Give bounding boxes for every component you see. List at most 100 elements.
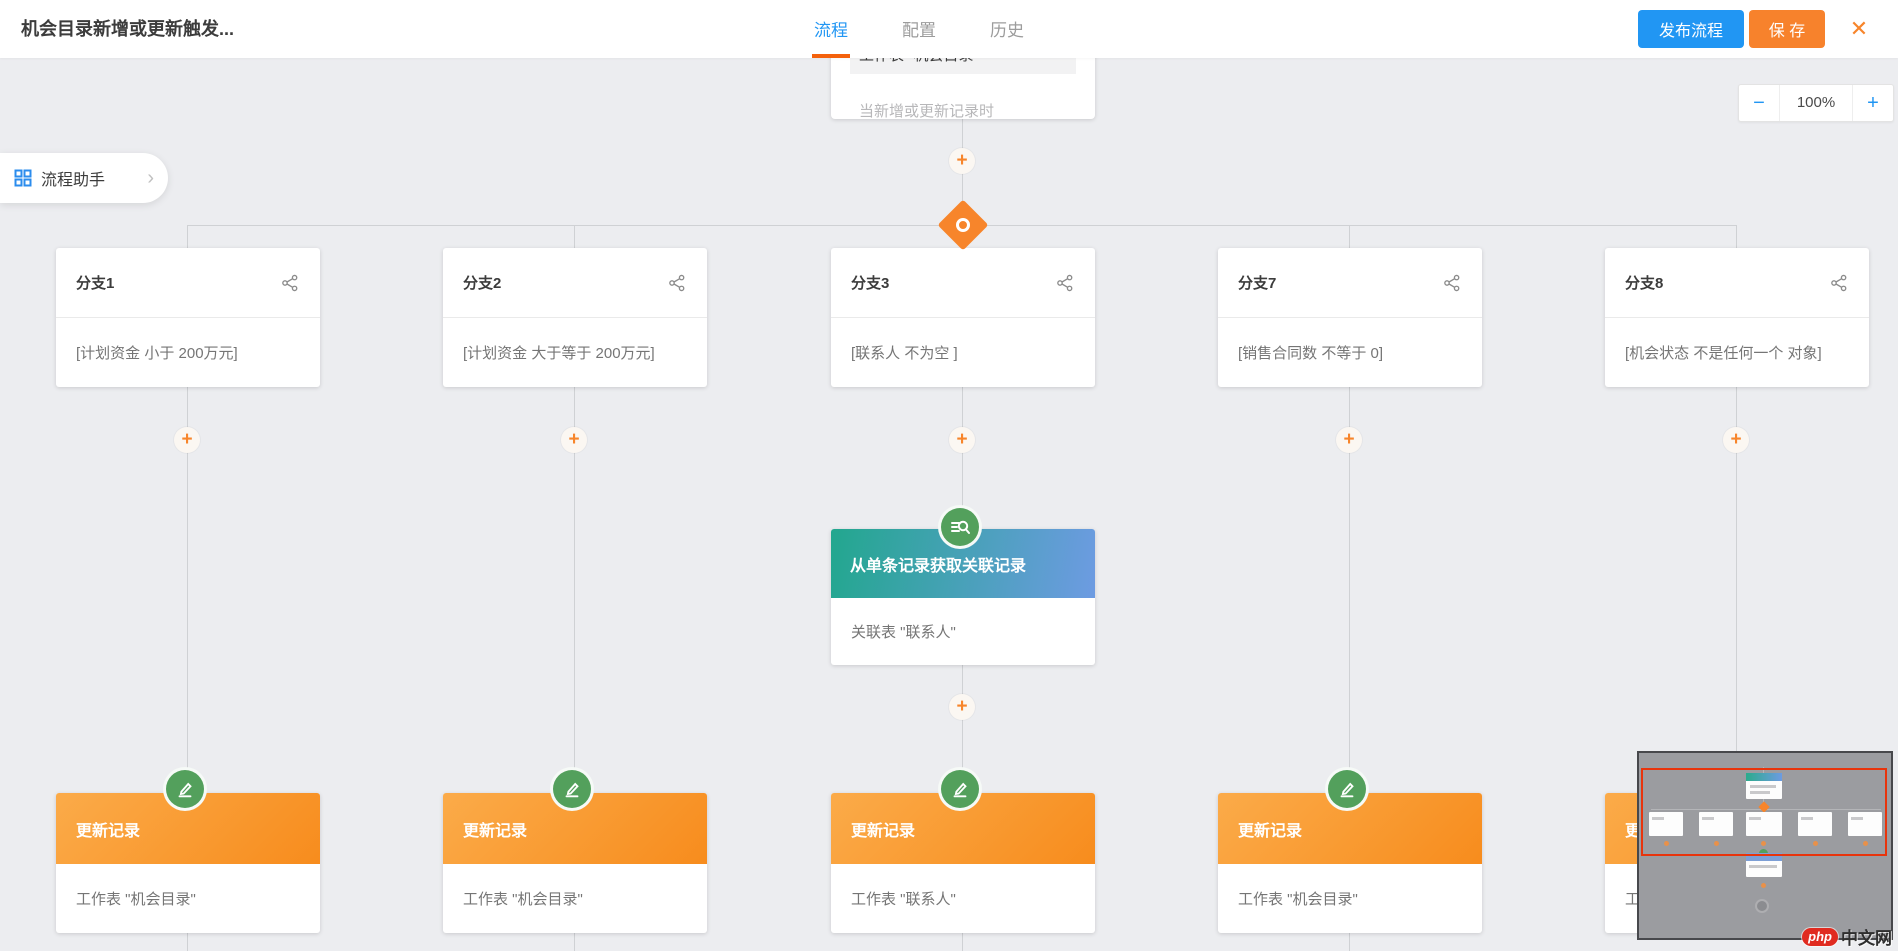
update-record-node[interactable]: 更新记录 工作表 "机会目录": [1218, 793, 1482, 933]
trigger-description: 当新增或更新记录时: [859, 103, 995, 120]
branch-condition: [销售合同数 不等于 0]: [1218, 317, 1482, 386]
branch-title: 分支7: [1238, 275, 1277, 292]
node-detail: 工作表 "机会目录": [463, 891, 583, 908]
add-node-button[interactable]: +: [949, 148, 975, 174]
minimap[interactable]: [1637, 751, 1893, 940]
close-icon[interactable]: ✕: [1849, 16, 1869, 41]
watermark-text: 中文网: [1841, 929, 1892, 948]
add-node-button[interactable]: +: [174, 427, 200, 453]
connector-line: [1736, 387, 1737, 793]
minimap-viewport[interactable]: [1641, 768, 1887, 856]
node-detail: 关联表 "联系人": [851, 624, 956, 641]
gateway-ring-icon: [953, 215, 973, 235]
connector-line: [1349, 225, 1350, 249]
node-title: 从单条记录获取关联记录: [850, 557, 1027, 575]
connector-line: [574, 387, 575, 793]
update-record-node[interactable]: 更新记录 工作表 "机会目录": [443, 793, 707, 933]
minimap-node: [1746, 853, 1782, 877]
share-icon[interactable]: [1055, 273, 1075, 293]
branch-condition: [联系人 不为空 ]: [831, 317, 1095, 386]
add-node-button[interactable]: +: [1336, 427, 1362, 453]
branch-gateway-icon[interactable]: [937, 199, 989, 251]
zoom-in-button[interactable]: +: [1867, 92, 1879, 114]
tab-config[interactable]: 配置: [902, 21, 936, 40]
top-bar: 机会目录新增或更新触发... 流程 配置 历史 发布流程 保 存 ✕: [0, 0, 1898, 58]
publish-flow-button[interactable]: 发布流程: [1638, 10, 1744, 48]
node-detail: 工作表 "机会目录": [76, 891, 196, 908]
minimap-end-node: [1755, 899, 1769, 913]
minimap-node: [1649, 812, 1683, 836]
site-watermark: php 中文网: [1802, 924, 1892, 949]
connector-line: [574, 225, 575, 249]
branch-condition: [机会状态 不是任何一个 对象]: [1605, 317, 1869, 386]
search-records-icon[interactable]: [938, 505, 982, 549]
edit-pencil-icon[interactable]: [1325, 767, 1369, 811]
node-title: 更新记录: [1238, 822, 1303, 840]
add-node-button[interactable]: +: [949, 427, 975, 453]
share-icon[interactable]: [280, 273, 300, 293]
minimap-node: [1798, 812, 1832, 836]
connector-line: [187, 933, 188, 951]
flow-title: 机会目录新增或更新触发...: [21, 19, 235, 39]
share-icon[interactable]: [1442, 273, 1462, 293]
php-logo: php: [1802, 927, 1838, 946]
connector-line: [962, 933, 963, 951]
minimap-node: [1746, 812, 1782, 836]
branch-node-8[interactable]: 分支8 [机会状态 不是任何一个 对象]: [1605, 248, 1869, 387]
node-title: 更新记录: [463, 822, 528, 840]
minimap-node: [1746, 773, 1782, 799]
edit-pencil-icon[interactable]: [550, 767, 594, 811]
node-title: 更新记录: [851, 822, 916, 840]
minimap-plus: [1664, 841, 1669, 846]
branch-condition: [计划资金 小于 200万元]: [56, 317, 320, 386]
branch-title: 分支1: [76, 275, 115, 292]
minimap-plus: [1714, 841, 1719, 846]
node-detail: 工作表 "联系人": [851, 891, 956, 908]
minimap-node: [1848, 812, 1882, 836]
flow-assistant-button[interactable]: 流程助手 ›: [0, 153, 168, 203]
update-record-node[interactable]: 更新记录 工作表 "联系人": [831, 793, 1095, 933]
branch-title: 分支2: [463, 275, 502, 292]
minimap-plus: [1863, 841, 1868, 846]
branch-node-2[interactable]: 分支2 [计划资金 大于等于 200万元]: [443, 248, 707, 387]
minimap-plus: [1761, 841, 1766, 846]
connector-line: [1349, 387, 1350, 793]
branch-condition: [计划资金 大于等于 200万元]: [443, 317, 707, 386]
branch-node-3[interactable]: 分支3 [联系人 不为空 ]: [831, 248, 1095, 387]
share-icon[interactable]: [1829, 273, 1849, 293]
branch-node-7[interactable]: 分支7 [销售合同数 不等于 0]: [1218, 248, 1482, 387]
add-node-button[interactable]: +: [1723, 427, 1749, 453]
node-detail: 工作表 "机会目录": [1238, 891, 1358, 908]
branch-title: 分支3: [851, 275, 890, 292]
connector-line: [187, 387, 188, 793]
save-button[interactable]: 保 存: [1749, 10, 1825, 48]
connector-line: [187, 225, 188, 249]
minimap-node: [1699, 812, 1733, 836]
update-record-node[interactable]: 更新记录 工作表 "机会目录": [56, 793, 320, 933]
minimap-plus: [1761, 883, 1766, 888]
get-linked-records-node[interactable]: 从单条记录获取关联记录 关联表 "联系人": [831, 529, 1095, 665]
grid-icon: [14, 169, 32, 187]
connector-line: [1349, 933, 1350, 951]
connector-line: [962, 387, 963, 529]
chevron-right-icon: ›: [147, 167, 154, 189]
share-icon[interactable]: [667, 273, 687, 293]
zoom-out-button[interactable]: −: [1753, 92, 1765, 114]
connector-line: [962, 665, 963, 793]
zoom-control: − 100% +: [1738, 84, 1894, 122]
tab-bar: 流程 配置 历史: [812, 0, 1026, 58]
edit-pencil-icon[interactable]: [938, 767, 982, 811]
edit-pencil-icon[interactable]: [163, 767, 207, 811]
assistant-label: 流程助手: [41, 172, 106, 189]
connector-line: [574, 933, 575, 951]
zoom-level: 100%: [1779, 85, 1853, 121]
connector-line: [962, 119, 963, 248]
tab-history[interactable]: 历史: [990, 21, 1024, 40]
branch-title: 分支8: [1625, 275, 1664, 292]
minimap-plus: [1813, 841, 1818, 846]
add-node-button[interactable]: +: [561, 427, 587, 453]
add-node-button[interactable]: +: [949, 694, 975, 720]
tab-flow[interactable]: 流程: [812, 0, 850, 58]
branch-node-1[interactable]: 分支1 [计划资金 小于 200万元]: [56, 248, 320, 387]
